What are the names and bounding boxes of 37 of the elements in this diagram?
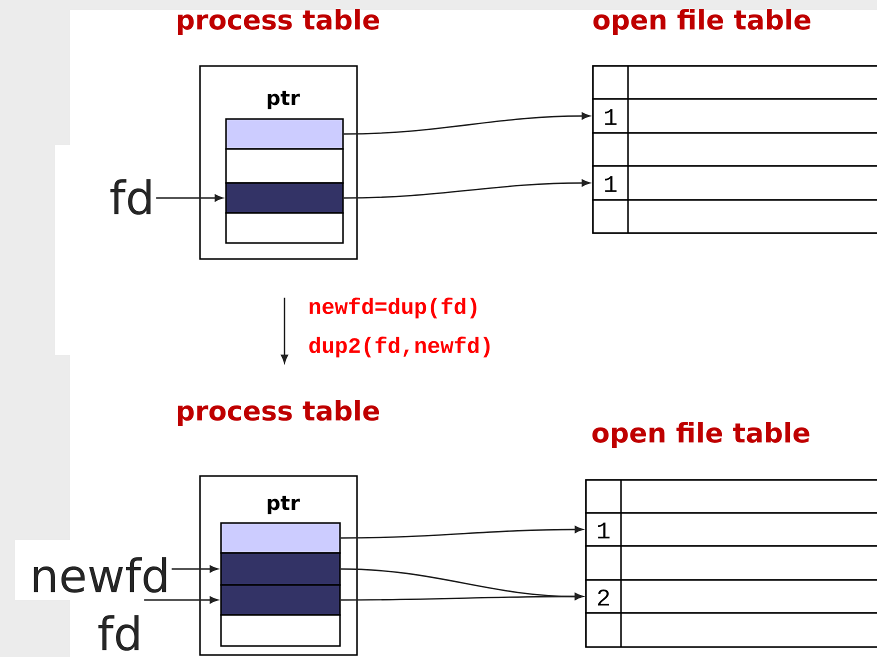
arrow	[144, 596, 218, 604]
column-header: ptr	[268, 496, 300, 514]
table-row	[585, 612, 877, 648]
table-row: 1	[592, 98, 877, 134]
table-row	[592, 132, 877, 167]
pointer-cell	[225, 118, 344, 150]
table-heading: process table	[178, 8, 380, 36]
column-header: ptr	[268, 90, 300, 110]
descriptor-label: newfd	[34, 557, 166, 593]
table-heading: open file table	[592, 422, 810, 448]
arrow	[340, 526, 584, 539]
table-row	[592, 199, 877, 234]
pointer-cell	[220, 552, 341, 586]
descriptor-label: fd	[98, 615, 139, 651]
pointer-cell	[225, 148, 344, 184]
table-row	[585, 479, 877, 514]
table-row: 1	[592, 165, 877, 201]
arrow	[344, 179, 590, 199]
pointer-cell	[220, 584, 341, 616]
pointer-cell	[220, 614, 341, 647]
descriptor-label: fd	[110, 179, 151, 215]
table-heading: open file table	[593, 8, 810, 36]
table-heading: process table	[178, 400, 380, 426]
table-row: 2	[585, 579, 877, 614]
arrow	[344, 112, 590, 135]
arrow	[172, 565, 218, 573]
arrow	[156, 194, 224, 202]
code-text: dup2(fd,newfd)	[309, 336, 490, 358]
table-row	[585, 545, 877, 581]
table-row	[592, 65, 877, 100]
code-text: newfd=dup(fd)	[310, 298, 476, 318]
arrow	[340, 592, 584, 601]
pointer-cell	[220, 522, 341, 554]
table-row: 1	[585, 512, 877, 547]
pointer-cell	[225, 182, 344, 214]
pointer-cell	[225, 212, 344, 244]
arrow	[280, 298, 288, 364]
